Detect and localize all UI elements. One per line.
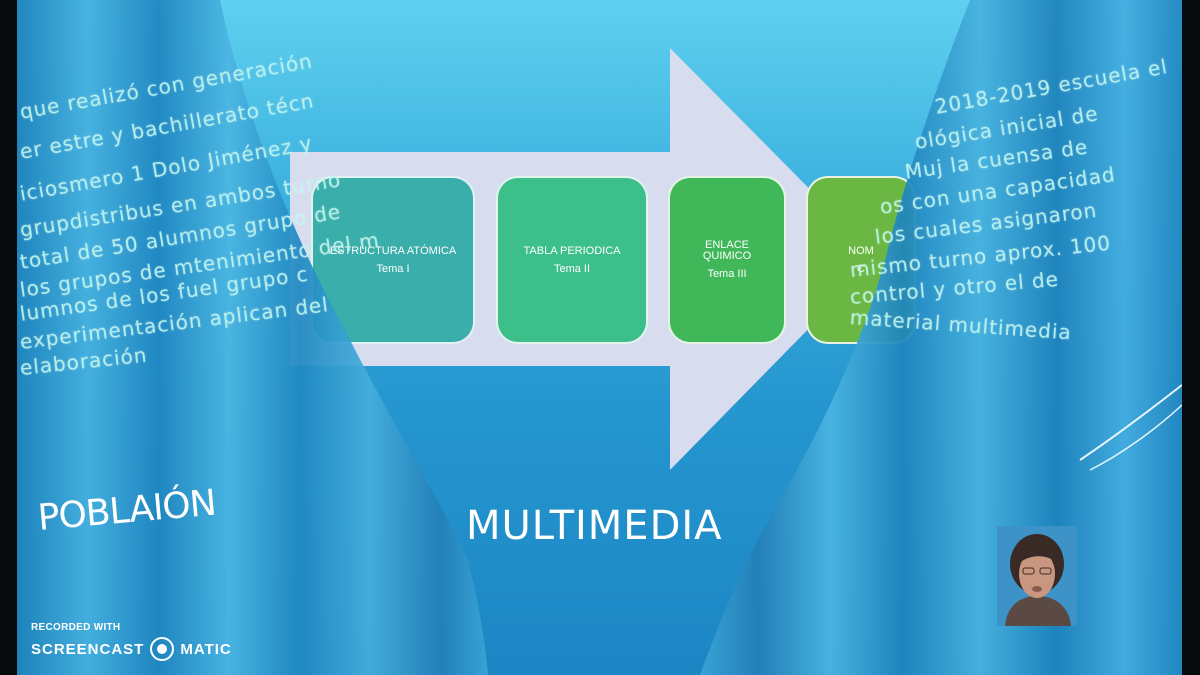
step-4-subtitle: C	[857, 262, 865, 275]
watermark-brand: SCREENCAST MATIC	[31, 637, 232, 661]
watermark-brand-left: SCREENCAST	[31, 640, 145, 658]
step-3-title: ENLACE QUIMICO	[702, 239, 752, 262]
step-3-subtitle: Tema III	[707, 268, 747, 280]
watermark-recorded-with: RECORDED WITH	[31, 622, 121, 633]
watermark-brand-right: MATIC	[180, 640, 232, 658]
step-4-title: NOM	[848, 244, 874, 257]
presenter-portrait	[997, 526, 1077, 626]
step-1-subtitle: Tema I	[376, 262, 410, 275]
diagram-step-2: TABLA PERIODICA Tema II	[496, 176, 648, 344]
diagram-step-1: ESTRUCTURA ATÓMICA Tema I	[311, 176, 475, 344]
slide-heading: MULTIMEDIA	[466, 503, 723, 549]
webcam-overlay	[997, 526, 1077, 626]
step-1-title: ESTRUCTURA ATÓMICA	[329, 244, 457, 257]
diagram-step-3: ENLACE QUIMICO Tema III	[668, 176, 786, 344]
letterbox-right	[1182, 0, 1200, 675]
step-2-subtitle: Tema II	[553, 262, 591, 275]
screencast-watermark: RECORDED WITH SCREENCAST MATIC	[31, 622, 232, 661]
step-2-title: TABLA PERIODICA	[523, 244, 621, 257]
screencast-logo-icon	[150, 637, 175, 661]
letterbox-left	[0, 0, 17, 675]
